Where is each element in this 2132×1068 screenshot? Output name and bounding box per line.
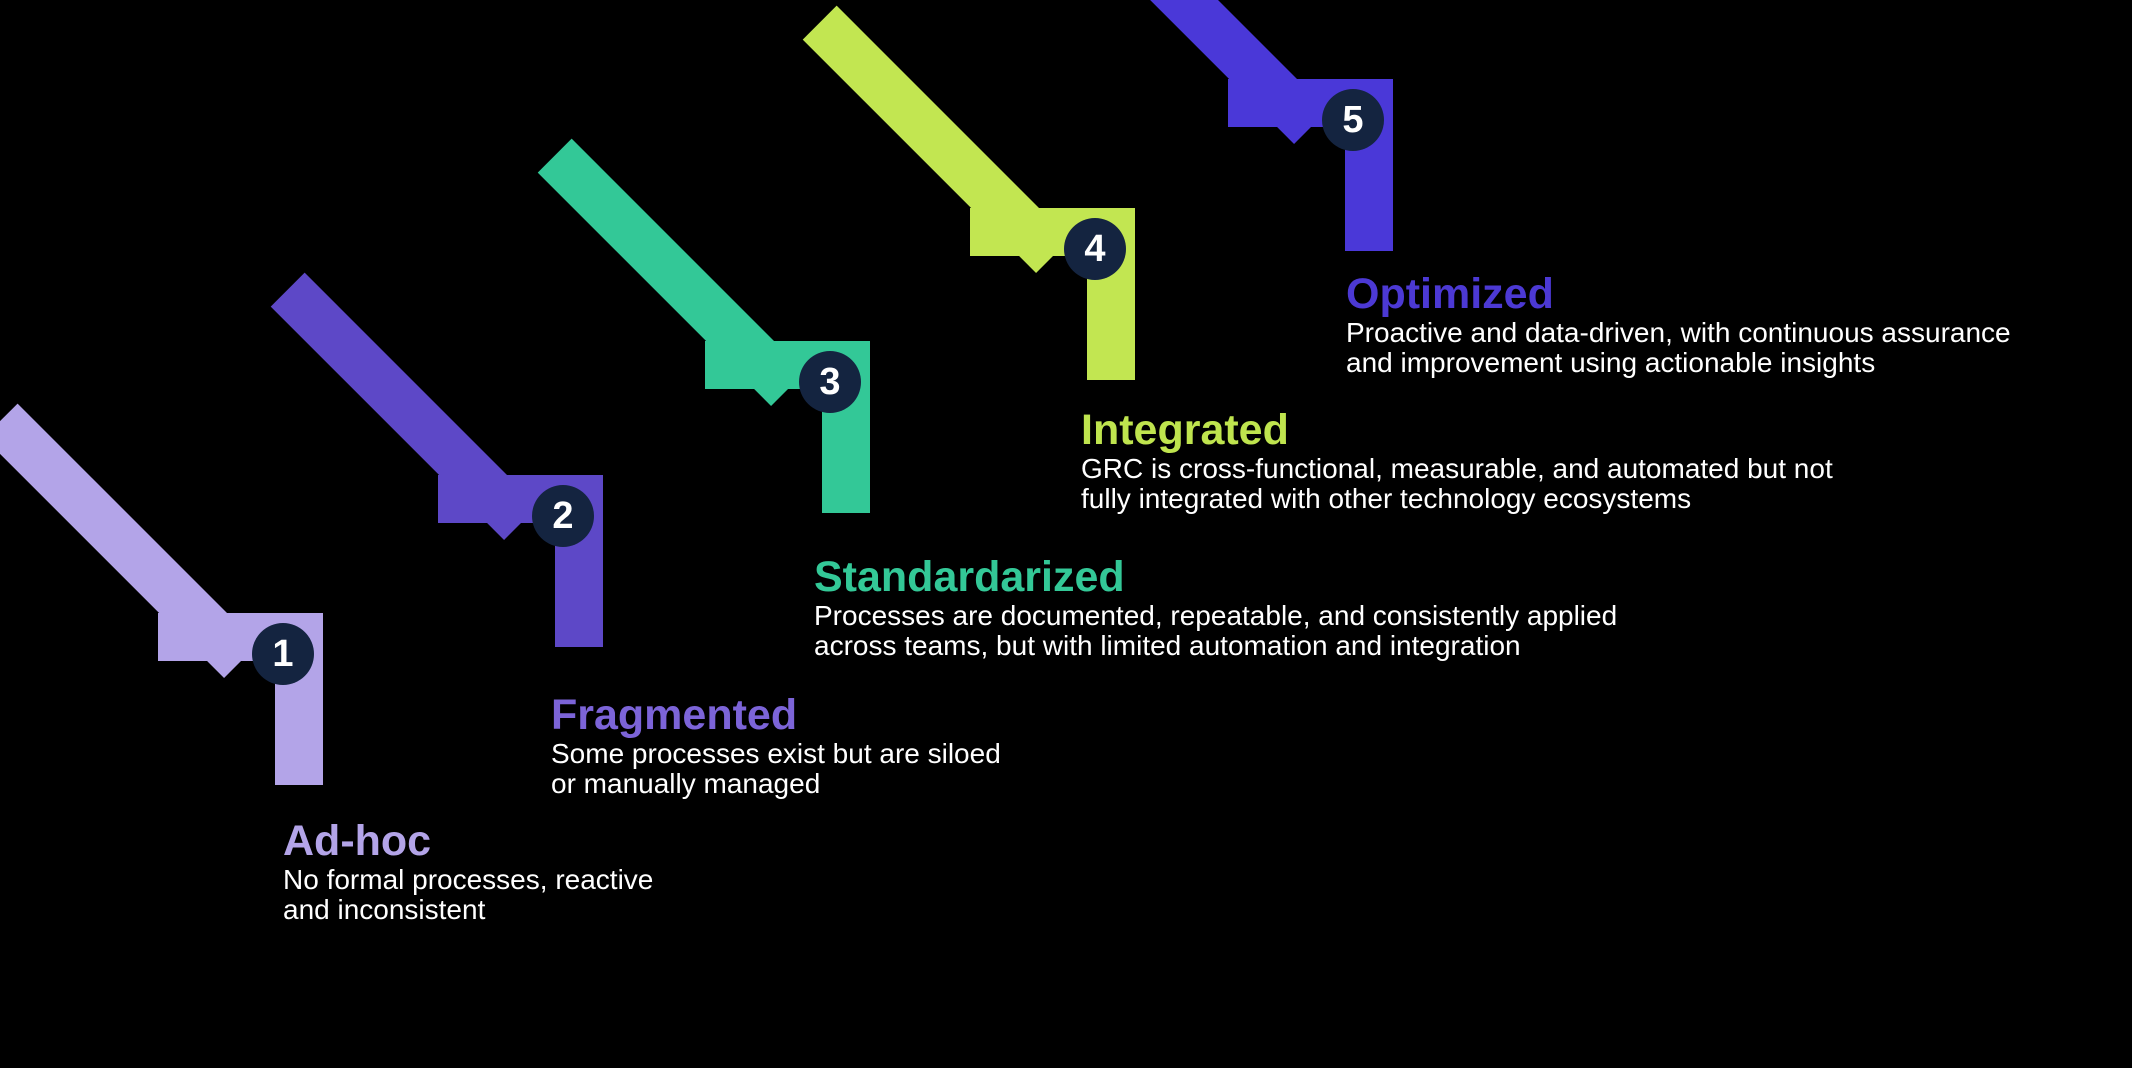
stage-5-number-badge: 5 [1322, 89, 1384, 151]
stage-4-label: Integrated GRC is cross-functional, meas… [1081, 407, 1833, 514]
stage-4-description: GRC is cross-functional, measurable, and… [1081, 453, 1833, 514]
stage-1-number-badge: 1 [252, 623, 314, 685]
stage-3-description: Processes are documented, repeatable, an… [814, 600, 1618, 661]
stage-4-number-badge: 4 [1064, 218, 1126, 280]
stage-3-label: Standardarized Processes are documented,… [814, 554, 1617, 661]
stage-2-number-badge: 2 [532, 485, 594, 547]
stage-2-title: Fragmented [551, 691, 798, 739]
stage-1-label: Ad-hoc No formal processes, reactive and… [283, 818, 653, 925]
stage-2-label: Fragmented Some processes exist but are … [551, 692, 1001, 799]
stage-5-label: Optimized Proactive and data-driven, wit… [1346, 271, 2011, 378]
stage-5-description: Proactive and data-driven, with continuo… [1346, 317, 2011, 378]
stage-5-title: Optimized [1346, 270, 1554, 318]
stage-1-title: Ad-hoc [283, 817, 432, 865]
stage-1-description: No formal processes, reactive and incons… [283, 864, 654, 925]
stage-3-title: Standardarized [814, 553, 1125, 601]
stage-3-number-badge: 3 [799, 351, 861, 413]
stage-2-description: Some processes exist but are siloed or m… [551, 738, 1001, 799]
stage-4-title: Integrated [1081, 406, 1289, 454]
